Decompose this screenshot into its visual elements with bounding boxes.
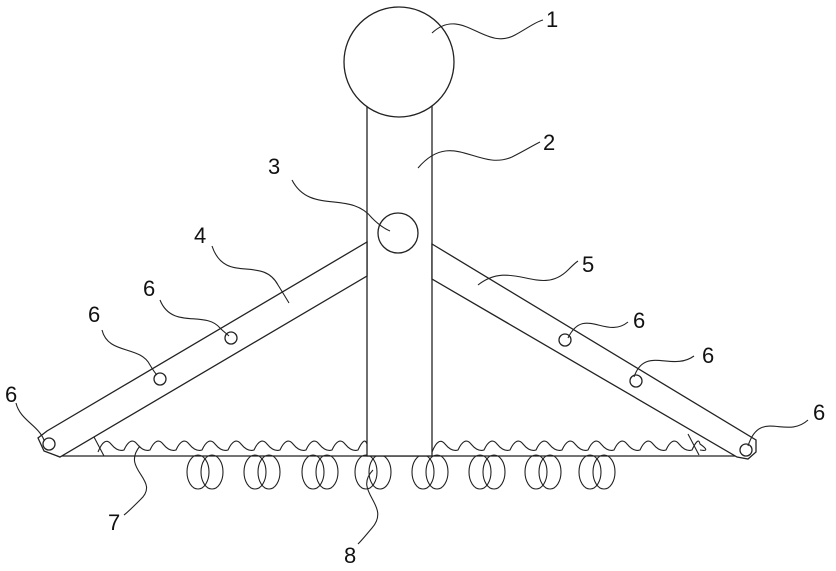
label-6-left-lower: 6 (88, 302, 100, 327)
leader-6a (16, 403, 44, 440)
coil-springs (187, 455, 615, 489)
spring-coil (258, 455, 280, 489)
spring-coil (369, 455, 391, 489)
label-6-left-outer: 6 (5, 382, 17, 407)
label-8: 8 (344, 543, 356, 568)
leader-1 (432, 20, 543, 39)
right-arm-brace (688, 434, 699, 455)
spring-coil (412, 455, 434, 489)
left-arm (38, 242, 367, 457)
leader-2 (418, 142, 540, 168)
label-5: 5 (582, 252, 594, 277)
spring-coil (187, 455, 209, 489)
label-3: 3 (268, 154, 280, 179)
right-arm-hole-2 (630, 375, 642, 387)
label-6-left-upper: 6 (143, 276, 155, 301)
label-6-right-lower: 6 (702, 343, 714, 368)
saw-teeth-right (432, 441, 706, 452)
left-arm-hole-1 (154, 373, 166, 385)
spring-coil (201, 455, 223, 489)
label-2: 2 (543, 130, 555, 155)
left-arm-brace (94, 437, 104, 456)
label-6-right-upper: 6 (633, 308, 645, 333)
spring-coil (579, 455, 601, 489)
pivot-circle (378, 213, 418, 253)
label-4: 4 (194, 223, 206, 248)
spring-coil (316, 455, 338, 489)
spring-coil (539, 455, 561, 489)
label-6-right-outer: 6 (813, 400, 825, 425)
spring-coil (426, 455, 448, 489)
spring-coil (244, 455, 266, 489)
right-arm-end-hole (740, 444, 752, 456)
left-arm-end-hole (43, 438, 55, 450)
spring-coil (469, 455, 491, 489)
spring-coil (593, 455, 615, 489)
leader-6f (748, 420, 808, 446)
label-1: 1 (546, 7, 558, 32)
spring-coil (525, 455, 547, 489)
spring-coil (355, 455, 377, 489)
label-7: 7 (108, 510, 120, 535)
leader-6b (102, 330, 157, 375)
spring-coil (483, 455, 505, 489)
spring-coil (302, 455, 324, 489)
top-knob (344, 7, 454, 117)
vertical-column (367, 105, 432, 456)
